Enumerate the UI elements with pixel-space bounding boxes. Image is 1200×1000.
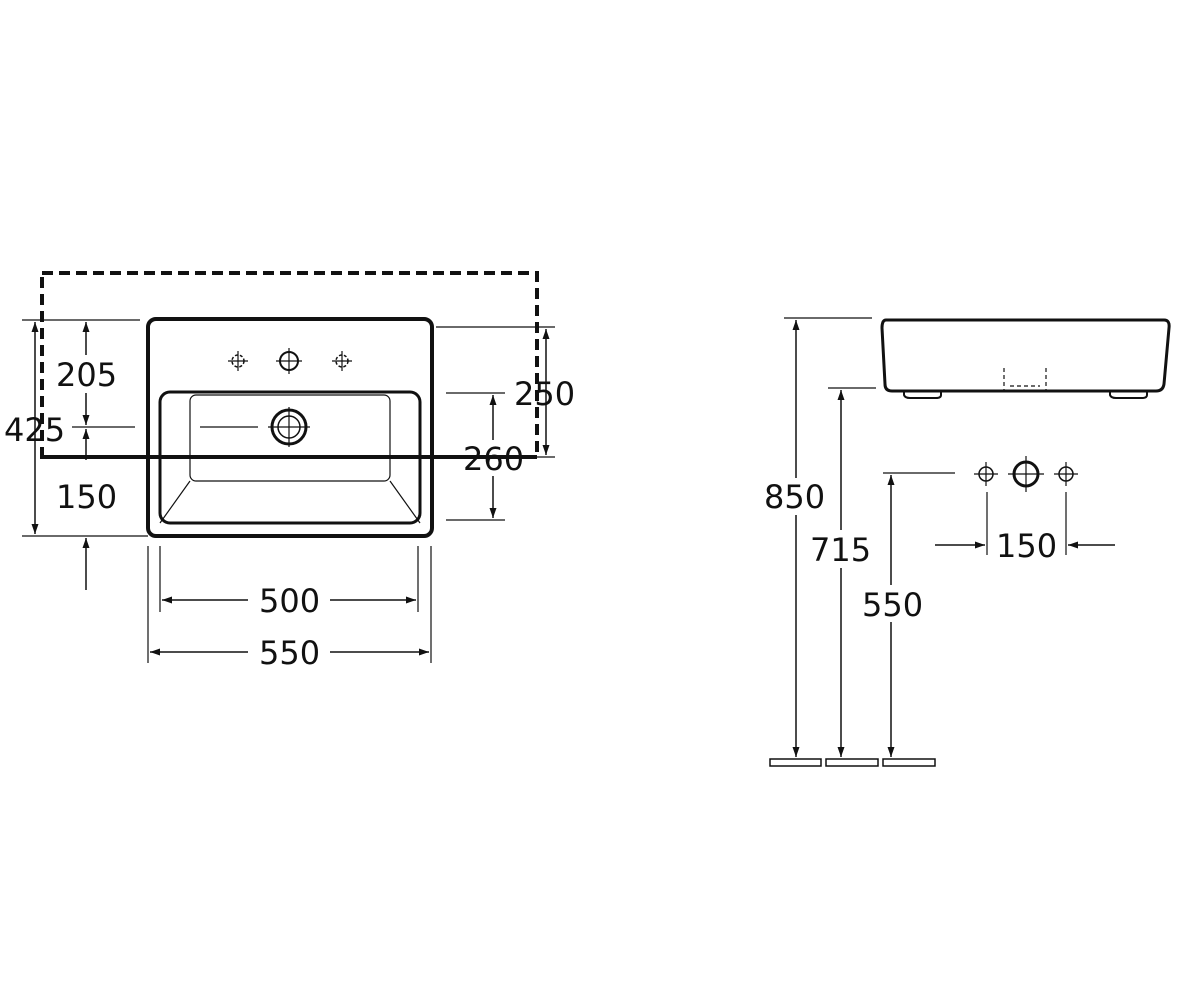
bowl-corner-line [389, 480, 421, 524]
floor-plate-right [882, 758, 936, 767]
label-250: 250 [514, 375, 575, 413]
floor-plate-left [769, 758, 822, 767]
side-view: 850 715 550 150 [764, 317, 1171, 767]
tap-hole-left-icon [228, 351, 248, 371]
drain-icon [200, 407, 310, 447]
label-260: 260 [463, 440, 524, 478]
basin-foot-right [1109, 391, 1148, 399]
label-150: 150 [56, 478, 117, 516]
tap-hole-left-icon [974, 462, 998, 486]
tap-hole-center-icon [276, 348, 302, 374]
floor-plate-center [825, 758, 879, 767]
label-150-tap: 150 [996, 527, 1057, 565]
label-205: 205 [56, 356, 117, 394]
label-425: 425 [4, 411, 65, 449]
bowl-corner-line [159, 480, 191, 524]
basin-foot-left [903, 391, 942, 399]
tap-hole-right-icon [332, 351, 352, 371]
tap-hole-center-icon [1008, 456, 1044, 492]
basin-side-profile [880, 318, 1171, 393]
label-715: 715 [810, 531, 871, 569]
waste-dashed [1003, 368, 1047, 391]
tap-hole-right-icon [1054, 462, 1078, 486]
bowl-inner-outline [189, 394, 391, 482]
label-850: 850 [764, 478, 825, 516]
bowl-outline [158, 390, 422, 525]
label-550-side: 550 [862, 586, 923, 624]
basin-outer-outline [146, 317, 434, 538]
label-550: 550 [259, 634, 320, 672]
top-view: 205 425 150 250 260 500 550 [4, 271, 575, 672]
label-500: 500 [259, 582, 320, 620]
cabinet-dashed-outline [40, 271, 539, 459]
